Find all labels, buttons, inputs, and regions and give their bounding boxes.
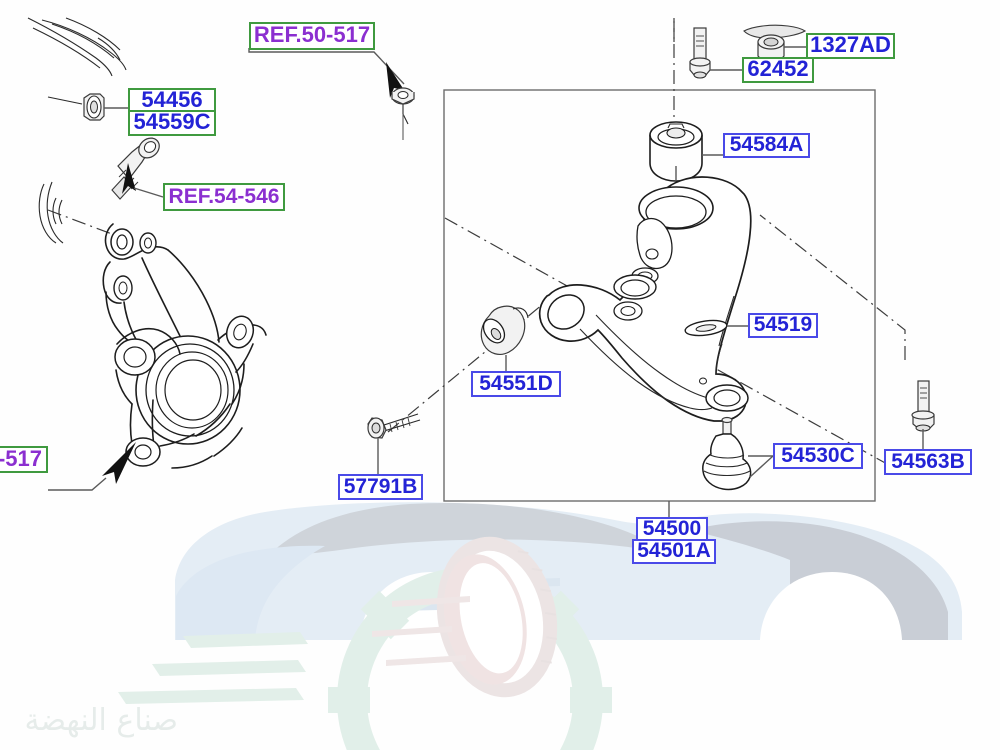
label-54519[interactable]: 54519 — [748, 313, 818, 338]
bolt-54563b — [911, 380, 935, 449]
callout-arrow-bottom-left — [48, 442, 136, 491]
label-54584a[interactable]: 54584A — [723, 133, 810, 158]
bolt-ref-54546 — [111, 137, 164, 200]
label-62452[interactable]: 62452 — [742, 57, 814, 83]
label-54551d[interactable]: 54551D — [471, 371, 561, 397]
ref-50-517-callout — [248, 48, 415, 140]
label-ref-50-517-bottom[interactable]: -517 — [0, 446, 48, 473]
bushing-54584a — [649, 121, 723, 182]
label-54559c[interactable]: 54559C — [128, 110, 216, 136]
bushing-54551d — [480, 305, 529, 371]
label-ref-54-546[interactable]: REF.54-546 — [163, 183, 285, 211]
label-1327ad[interactable]: 1327AD — [806, 33, 895, 59]
watermark-text: صناع النهضة — [24, 703, 178, 738]
label-54563b[interactable]: 54563B — [884, 449, 972, 475]
ball-joint-54530c — [702, 416, 774, 491]
nut-washer-54456 — [47, 93, 128, 121]
lower-control-arm — [538, 176, 752, 422]
coil-spring-fragment — [27, 17, 127, 77]
label-ref-50-517[interactable]: REF.50-517 — [249, 22, 375, 50]
assembly-group-box — [443, 89, 876, 502]
label-57791b[interactable]: 57791B — [338, 474, 423, 500]
bolt-62452 — [689, 27, 742, 79]
label-54530c[interactable]: 54530C — [773, 443, 863, 469]
label-54501a[interactable]: 54501A — [632, 539, 716, 564]
washer-54519 — [684, 319, 748, 337]
bolt-57791b — [367, 413, 421, 474]
